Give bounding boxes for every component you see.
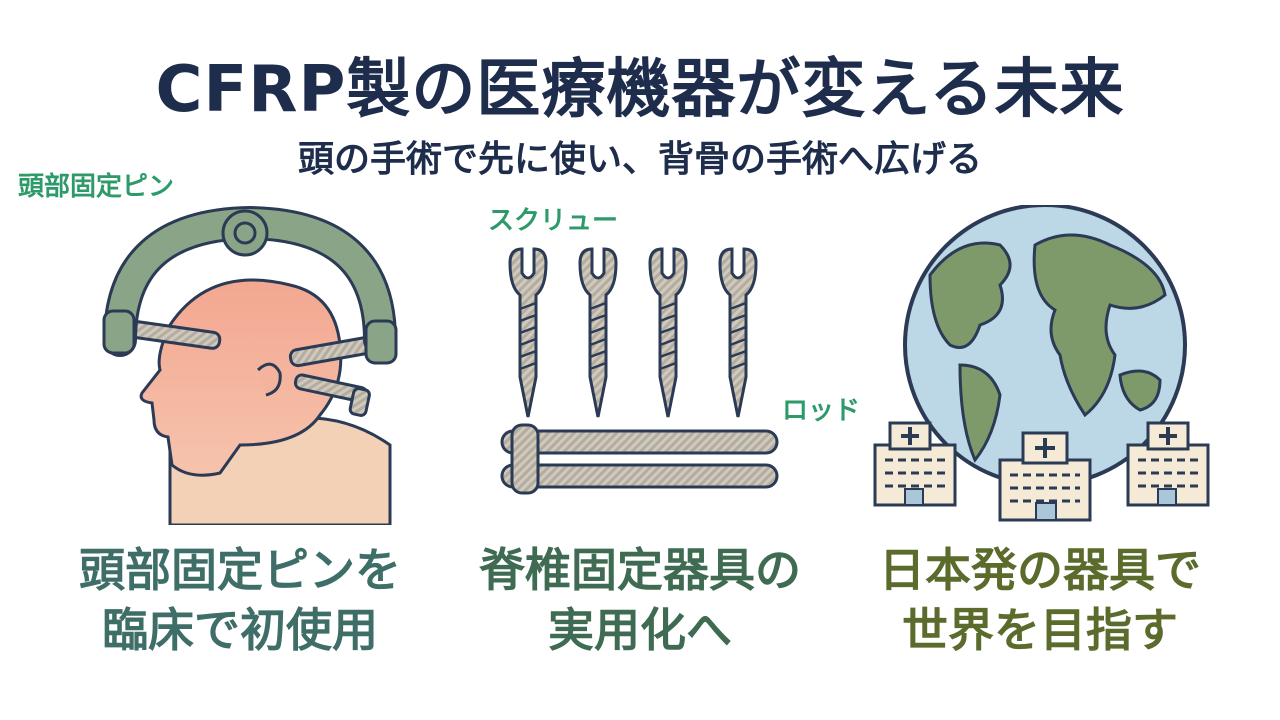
head-caption: 頭部固定ピンを 臨床で初使用 <box>40 540 440 660</box>
fixation-pin <box>293 373 371 417</box>
pedicle-screw <box>648 247 688 419</box>
spinal-rod <box>500 463 779 489</box>
world-caption: 日本発の器具で 世界を目指す <box>840 540 1240 660</box>
world-caption-line1: 日本発の器具で <box>879 543 1201 597</box>
head-caption-line2: 臨床で初使用 <box>102 603 378 657</box>
head-fixation-illustration <box>102 205 398 525</box>
hospital-icon <box>998 431 1092 522</box>
hospital-icon <box>873 421 957 507</box>
spine-implants-illustration <box>500 247 779 495</box>
spinal-rod <box>500 429 779 455</box>
globe-illustration <box>873 205 1210 522</box>
world-caption-line2: 世界を目指す <box>902 603 1178 657</box>
pedicle-screw <box>578 247 618 419</box>
page-subtitle: 頭の手術で先に使い、背骨の手術へ広げる <box>297 139 982 180</box>
spine-caption-line1: 脊椎固定器具の <box>479 543 801 597</box>
rod-label: ロッド <box>782 396 861 426</box>
head-pin-label: 頭部固定ピン <box>18 172 175 202</box>
pedicle-screw <box>508 247 548 419</box>
page-title: CFRP製の医療機器が変える未来 <box>155 53 1125 127</box>
spine-caption: 脊椎固定器具の 実用化へ <box>440 540 840 660</box>
screw-label: スクリュー <box>488 206 619 236</box>
pedicle-screw <box>718 247 758 419</box>
spine-caption-line2: 実用化へ <box>548 603 732 657</box>
head-caption-line1: 頭部固定ピンを <box>79 543 401 597</box>
hospital-icon <box>1126 421 1210 507</box>
